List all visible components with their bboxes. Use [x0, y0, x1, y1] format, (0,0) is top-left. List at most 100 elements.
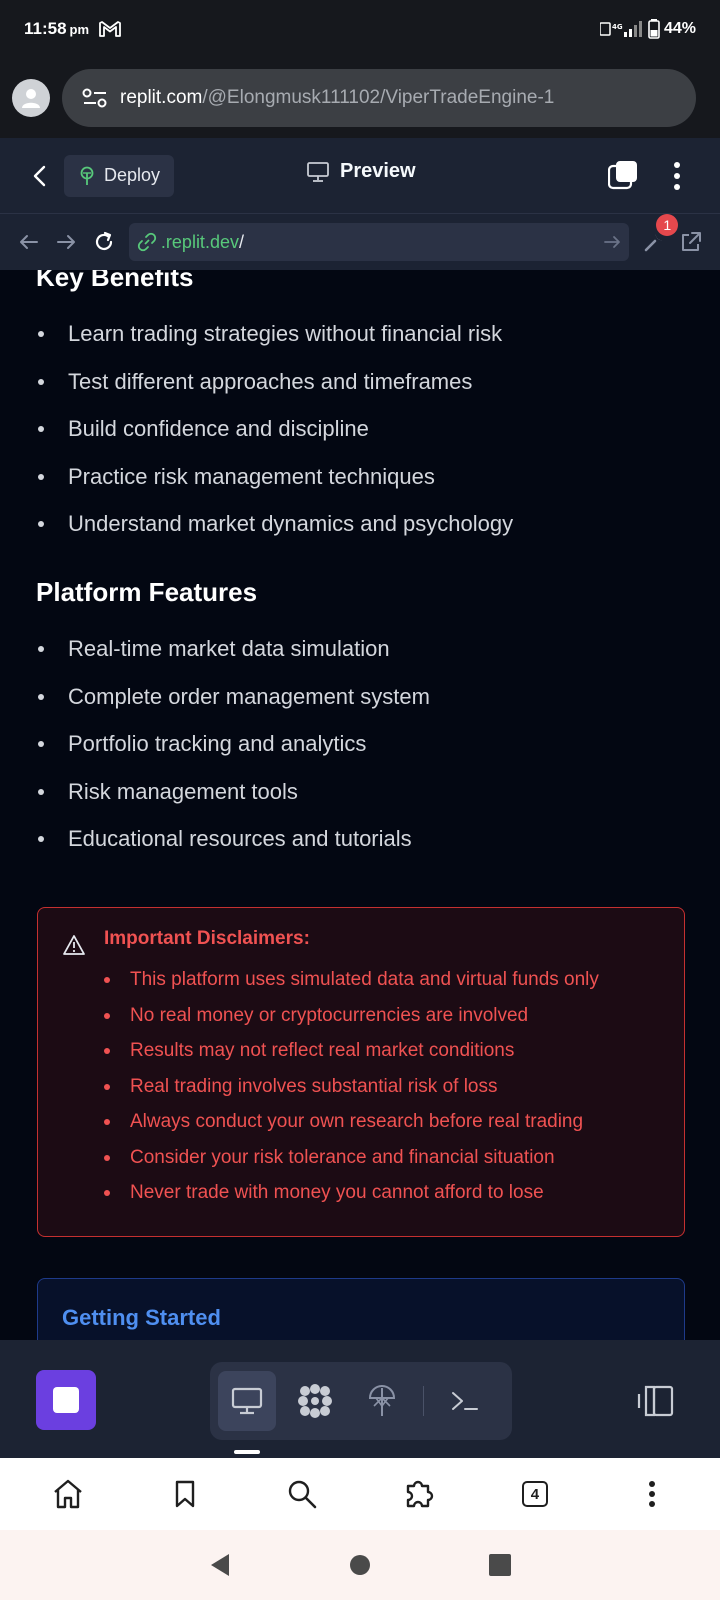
home-icon: [54, 1479, 83, 1509]
home-circle-icon: [350, 1555, 370, 1575]
workspace-tab-group: [210, 1362, 512, 1440]
disclaimer-list: This platform uses simulated data and vi…: [104, 968, 599, 1217]
getting-started-title: Getting Started: [62, 1305, 221, 1330]
url-host: replit.com: [120, 87, 203, 108]
more-vertical-icon: [648, 1481, 655, 1507]
android-back-button[interactable]: [200, 1545, 240, 1585]
panel-layout-icon[interactable]: [636, 1384, 676, 1418]
active-tab-indicator: [234, 1450, 260, 1454]
list-item: This platform uses simulated data and vi…: [104, 968, 599, 1004]
back-triangle-icon: [211, 1554, 229, 1576]
tab-preview[interactable]: [218, 1371, 276, 1431]
gmail-icon: [99, 21, 121, 37]
search-icon: [288, 1480, 316, 1509]
list-item: Build confidence and discipline: [36, 415, 513, 463]
disclaimer-box: Important Disclaimers: This platform use…: [37, 907, 685, 1237]
android-recents-button[interactable]: [480, 1545, 520, 1585]
browser-toolbar: replit.com/@Elongmusk111102/ViperTradeEn…: [0, 58, 720, 138]
tab-deploy[interactable]: [354, 1371, 412, 1431]
list-item: Understand market dynamics and psycholog…: [36, 510, 513, 558]
preview-tab-title[interactable]: Preview: [306, 160, 416, 183]
address-bar[interactable]: replit.com/@Elongmusk111102/ViperTradeEn…: [62, 69, 696, 127]
webview-url-field[interactable]: .replit.dev/: [128, 223, 629, 261]
list-item: Learn trading strategies without financi…: [36, 320, 513, 368]
list-item: No real money or cryptocurrencies are in…: [104, 1004, 599, 1040]
platform-features-list: Real-time market data simulation Complet…: [36, 635, 430, 873]
link-icon: [137, 232, 157, 252]
go-arrow-icon[interactable]: [603, 235, 621, 249]
signal-icon: 4G: [599, 21, 642, 37]
battery-icon: [648, 19, 660, 39]
android-home-button[interactable]: [340, 1545, 380, 1585]
status-right: 4G 44%: [599, 19, 696, 39]
replit-bottom-bar: [0, 1340, 720, 1458]
warning-icon: [63, 935, 85, 955]
bookmark-icon: [175, 1480, 195, 1508]
search-button[interactable]: [272, 1464, 332, 1524]
arrow-left-icon: [19, 235, 38, 249]
deploy-button[interactable]: Deploy: [64, 154, 175, 197]
deploy-icon: [80, 166, 94, 185]
profile-avatar[interactable]: [12, 79, 50, 117]
list-item: Always conduct your own research before …: [104, 1110, 599, 1146]
bookmarks-button[interactable]: [155, 1464, 215, 1524]
getting-started-card: Getting Started: [37, 1278, 685, 1340]
list-item: Practice risk management techniques: [36, 463, 513, 511]
list-item: Portfolio tracking and analytics: [36, 730, 430, 778]
devtools-badge: 1: [656, 214, 679, 236]
tab-separator: [423, 1386, 425, 1416]
tab-agent[interactable]: [286, 1371, 344, 1431]
replit-stop-button[interactable]: [36, 1370, 96, 1430]
disclaimer-title: Important Disclaimers:: [104, 928, 310, 949]
monitor-icon: [231, 1387, 262, 1415]
url-path: /@Elongmusk111102/ViperTradeEngine-1: [202, 87, 555, 108]
back-button[interactable]: [20, 156, 60, 196]
browser-menu-button[interactable]: [622, 1464, 682, 1524]
reload-icon: [96, 231, 113, 251]
webview-forward-button[interactable]: [48, 222, 86, 262]
webview-content: Key Benefits Learn trading strategies wi…: [0, 270, 720, 1340]
devtools-button[interactable]: 1: [635, 214, 679, 262]
key-benefits-list: Learn trading strategies without financi…: [36, 320, 513, 558]
list-item: Complete order management system: [36, 683, 430, 731]
deploy-label: Deploy: [104, 165, 161, 185]
site-settings-icon[interactable]: [82, 87, 108, 109]
list-item: Real-time market data simulation: [36, 635, 430, 683]
tabs-button[interactable]: 4: [505, 1464, 565, 1524]
list-item: Never trade with money you cannot afford…: [104, 1181, 599, 1217]
more-options-button[interactable]: [662, 158, 692, 194]
stop-icon: [53, 1387, 79, 1413]
tab-count: 4: [521, 1481, 548, 1507]
key-benefits-title: Key Benefits: [36, 270, 194, 292]
replit-header: Deploy Preview: [0, 138, 720, 214]
agent-icon: [297, 1384, 332, 1418]
tab-shell[interactable]: [436, 1371, 494, 1431]
arrow-right-icon: [57, 235, 76, 249]
user-icon: [22, 89, 40, 108]
battery-percent: 44%: [663, 20, 696, 37]
svg-text:4G: 4G: [612, 23, 623, 31]
external-link-icon: [682, 232, 702, 251]
deploy-icon: [369, 1385, 396, 1416]
open-new-tab-button[interactable]: [672, 222, 710, 262]
extensions-button[interactable]: [388, 1464, 448, 1524]
tab-switcher-icon[interactable]: [608, 160, 638, 190]
preview-label: Preview: [340, 160, 416, 182]
list-item: Real trading involves substantial risk o…: [104, 1075, 599, 1111]
browser-bottom-nav: 4: [0, 1458, 720, 1530]
chevron-left-icon: [33, 165, 46, 186]
webview-path: /: [238, 231, 244, 252]
terminal-icon: [452, 1392, 479, 1410]
platform-features-title: Platform Features: [36, 577, 258, 607]
puzzle-icon: [407, 1480, 434, 1508]
monitor-icon: [307, 161, 329, 182]
webview-reload-button[interactable]: [85, 222, 123, 262]
webview-back-button[interactable]: [10, 222, 48, 262]
home-button[interactable]: [38, 1464, 98, 1524]
recents-square-icon: [489, 1554, 511, 1576]
list-item: Risk management tools: [36, 778, 430, 826]
wrench-icon: [644, 234, 662, 252]
android-nav-bar: [0, 1530, 720, 1600]
